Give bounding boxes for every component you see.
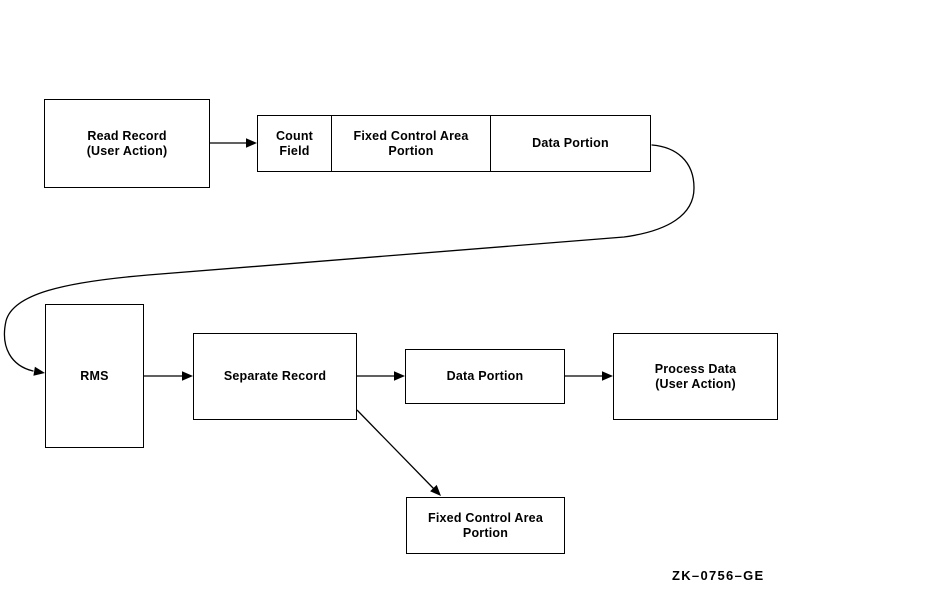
arrowhead-separate-record-to-fixed-control [430,484,441,496]
arrowhead-record-to-rms [33,366,45,376]
box-process-data: Process Data (User Action) [613,333,778,420]
arrowhead-data-portion-to-process-data [602,371,613,381]
box-rms: RMS [45,304,144,448]
box-read-record: Read Record (User Action) [44,99,210,188]
box-separate-record: Separate Record [193,333,357,420]
arrow-separate-record-to-fixed-control [356,409,435,490]
record-structure-box: Count Field Fixed Control Area Portion D… [257,115,651,172]
figure-id-caption: ZK–0756–GE [672,568,765,583]
curve-record-to-rms [3,144,695,372]
arrowhead-read-record-to-record [246,138,257,148]
arrowhead-rms-to-separate-record [182,371,193,381]
segment-count-field: Count Field [275,128,314,158]
box-fixed-control-area: Fixed Control Area Portion [406,497,565,554]
arrowhead-separate-record-to-data-portion [394,371,405,381]
segment-fixed-control-area: Fixed Control Area Portion [331,116,490,171]
box-data-portion: Data Portion [405,349,565,404]
segment-data-portion: Data Portion [490,116,650,171]
